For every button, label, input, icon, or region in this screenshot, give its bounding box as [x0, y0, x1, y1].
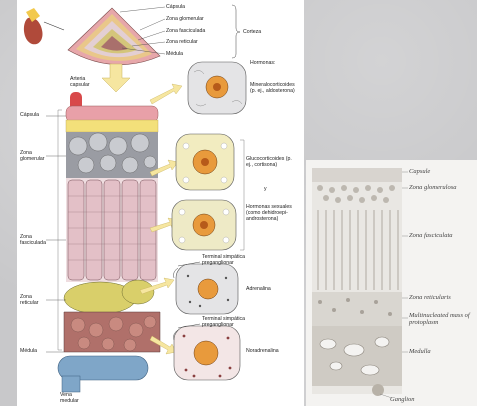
label-medulla: Medulla	[409, 348, 431, 355]
label-ganglion: Ganglion	[390, 396, 415, 403]
label-capsula-left: Cápsula	[20, 112, 39, 118]
label-zona-glomerular-left: Zona glomerular	[20, 150, 48, 162]
histology-section	[312, 168, 402, 396]
cortex-column	[58, 106, 160, 392]
label-noradrenalina: Noradrenalina	[246, 348, 279, 354]
kidney-icon	[24, 8, 43, 44]
label-zona-reticularis: Zona reticularis	[409, 294, 451, 301]
label-zona-fasciculada-top: Zona fasciculada	[166, 28, 205, 34]
label-zona-glomerular-top: Zona glomerular	[166, 16, 204, 22]
cell-mineralocorticoid	[188, 62, 246, 114]
label-medula-top: Médula	[166, 51, 183, 57]
label-zona-reticular-left: Zona reticular	[20, 294, 48, 306]
label-corteza: Corteza	[243, 29, 261, 35]
label-capsule: Capsule	[409, 168, 430, 175]
label-mineralocorticoides: Mineralocorticoides (p. ej., aldosterona…	[250, 82, 302, 94]
label-hormonas: Hormonas:	[250, 60, 275, 66]
label-glucocorticoides: Glucocorticoides (p. ej., cortisona)	[246, 156, 298, 168]
label-y: y	[264, 186, 267, 192]
adrenal-cross-section	[68, 8, 160, 65]
label-zona-fasciculata: Zona fasciculata	[409, 232, 453, 239]
label-zona-fasciculada-left: Zona fasciculada	[20, 234, 48, 246]
label-zona-reticular-top: Zona reticular	[166, 39, 198, 45]
label-medula-left: Médula	[20, 348, 37, 354]
label-zona-glomerulosa: Zona glomerulosa	[409, 184, 457, 191]
cell-noradrenaline	[174, 326, 240, 380]
label-hormonas-sexuales: Hormonas sexuales (como dehidroepi-andro…	[246, 204, 298, 222]
cell-glucocorticoid	[176, 134, 234, 190]
label-capsula-top: Cápsula	[166, 4, 185, 10]
label-adrenalina: Adrenalina	[246, 286, 271, 292]
cell-adrenaline	[176, 264, 238, 314]
label-arteria-capsular: Arteria capsular	[70, 76, 100, 88]
cell-sex-hormone	[172, 200, 236, 250]
label-multinucleated: Multinucleated mass of protoplasm	[409, 312, 475, 326]
label-terminal-1: Terminal simpática preganglionar	[202, 254, 272, 266]
label-terminal-2: Terminal simpática preganglionar	[202, 316, 272, 328]
label-vena-medular: Vena medular	[60, 392, 90, 404]
